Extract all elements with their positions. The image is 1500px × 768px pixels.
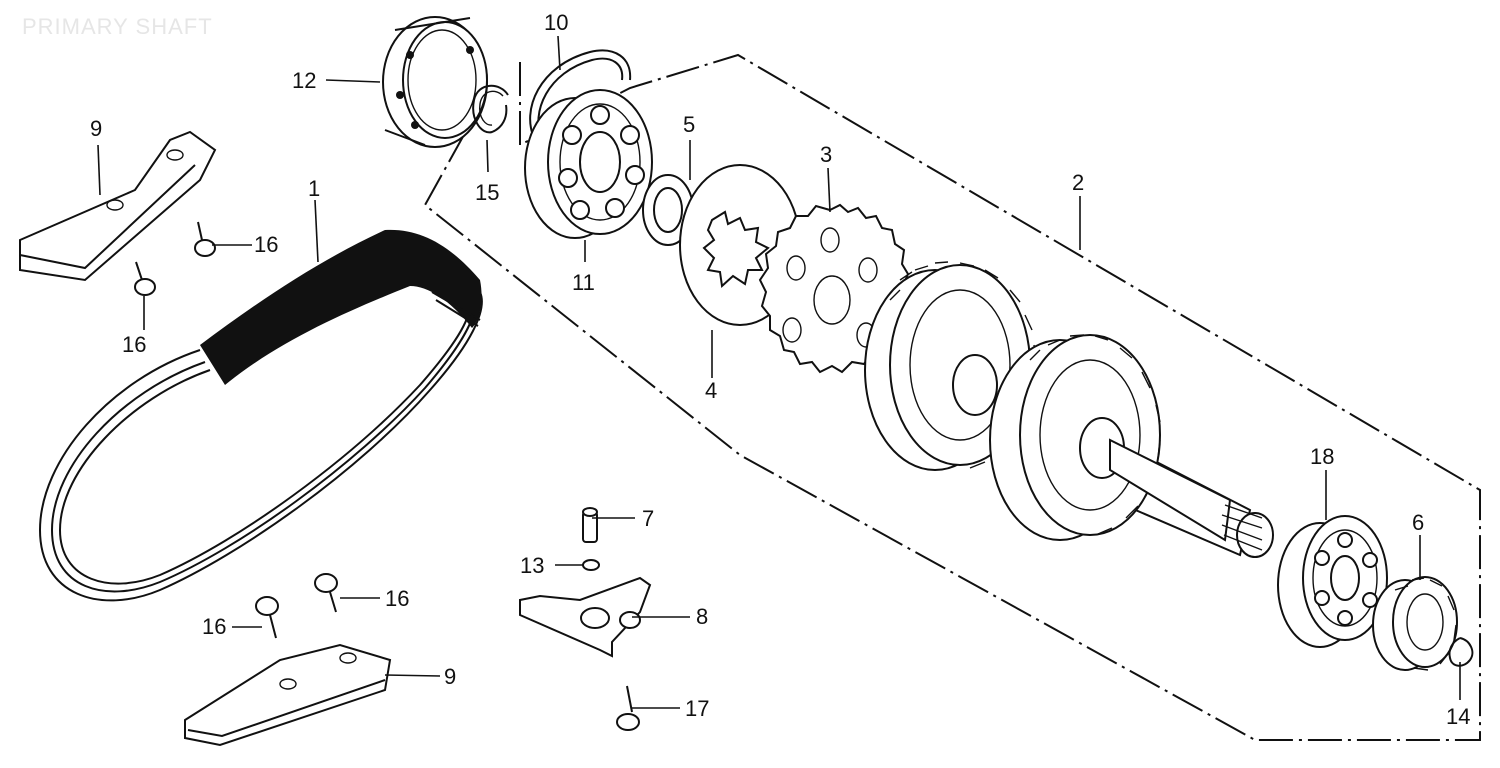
part-16-bolt-c [314, 573, 338, 613]
part-13-washer [582, 559, 600, 571]
callout-12: 12 [292, 68, 316, 93]
part-18-bearing [1277, 515, 1388, 648]
part-9-chain-guide-lower [184, 643, 392, 747]
part-6-small-gear [1372, 576, 1458, 671]
callout-9-lower: 9 [444, 664, 456, 689]
callout-16-d: 16 [202, 614, 226, 639]
callout-14: 14 [1446, 704, 1470, 729]
part-16-bolt-b [134, 261, 156, 296]
callout-4: 4 [705, 378, 717, 403]
part-16-bolt-a [194, 221, 216, 257]
callout-10: 10 [544, 10, 568, 35]
part-16-bolt-d [255, 596, 279, 639]
part-9-chain-guide-upper [19, 130, 217, 282]
assembly-frame [423, 53, 1481, 741]
part-8-tensioner-arm [519, 576, 652, 658]
callout-8: 8 [696, 604, 708, 629]
part-12-bearing-ring [382, 16, 488, 148]
callout-2: 2 [1072, 170, 1084, 195]
callout-1: 1 [308, 176, 320, 201]
callout-16-c: 16 [385, 586, 409, 611]
part-17-bolt [616, 685, 640, 731]
part-11-ball-bearing [524, 89, 653, 239]
callout-7: 7 [642, 506, 654, 531]
part-7-pin [582, 507, 598, 543]
callout-16-a: 16 [254, 232, 278, 257]
callout-3: 3 [820, 142, 832, 167]
callout-15: 15 [475, 180, 499, 205]
callout-11: 11 [572, 270, 595, 295]
callout-16-b: 16 [122, 332, 146, 357]
callout-9-upper: 9 [90, 116, 102, 141]
part-2-primary-shaft [864, 261, 1274, 558]
part-15-circlip [472, 84, 509, 134]
callout-17: 17 [685, 696, 709, 721]
part-1-drive-chain [38, 229, 483, 602]
callout-18: 18 [1310, 444, 1334, 469]
callout-6: 6 [1412, 510, 1424, 535]
diagram-title: PRIMARY SHAFT [22, 14, 213, 39]
callout-5: 5 [683, 112, 695, 137]
part-10-snap-ring [529, 49, 632, 141]
part-14-circlip [1448, 637, 1474, 667]
leader-lines [97, 35, 1461, 709]
callout-13: 13 [520, 553, 544, 578]
